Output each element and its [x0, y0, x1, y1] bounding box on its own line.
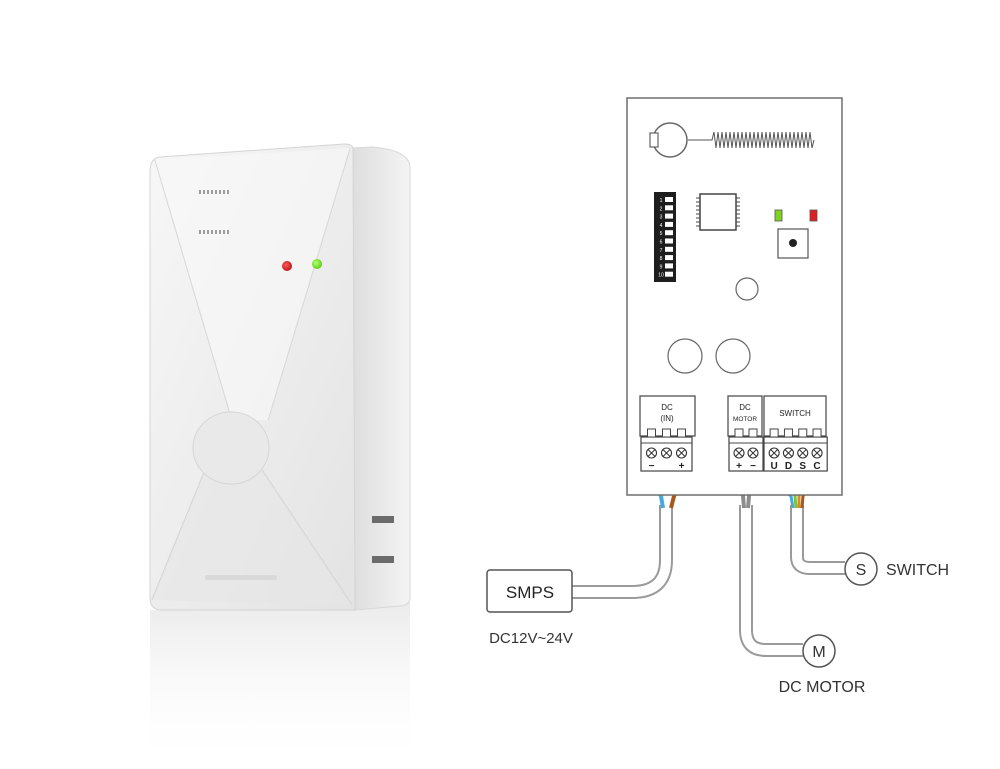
smps-box	[486, 569, 573, 613]
vent-slot-1	[372, 516, 394, 523]
dip-switch-toggle	[665, 230, 673, 236]
terminal-dc-in-label-2: (IN)	[660, 414, 674, 423]
switch-cable	[790, 505, 845, 575]
terminal-pin-label: S	[799, 461, 806, 472]
motor-label: DC MOTOR	[779, 679, 866, 696]
smps-voltage-label: DC12V~24V	[489, 630, 573, 647]
board-hole-small	[735, 277, 759, 301]
terminal-block-dc-motor: +−	[728, 428, 764, 472]
terminal-pin-label: C	[813, 461, 820, 472]
antenna-coil-icon	[688, 131, 815, 149]
board-led-red	[809, 209, 818, 222]
terminal-pin-label: −	[750, 461, 756, 472]
dip-switch-toggle	[665, 255, 673, 261]
device-photo	[149, 143, 411, 769]
dip-switch-number: 2	[660, 206, 663, 212]
dip-switch-number: 4	[660, 223, 663, 229]
dip-switch-toggle	[665, 246, 673, 252]
dip-switch-toggle	[665, 263, 673, 269]
motor-symbol: M	[812, 644, 825, 661]
terminal-dc-motor-label-1: DC	[739, 403, 751, 412]
device-led-green	[312, 259, 322, 269]
terminal-dc-motor-box	[727, 395, 763, 437]
motor-icon	[802, 634, 836, 668]
dip-switch-number: 5	[660, 231, 663, 237]
device-led-red	[282, 261, 292, 271]
chip-icon	[199, 190, 740, 234]
dip-switch-number: 7	[660, 248, 663, 254]
dip-switch-number: 8	[660, 256, 663, 262]
terminal-pin-label: +	[679, 461, 685, 472]
board-push-button	[777, 228, 809, 259]
dip-switch-number: 10	[658, 273, 664, 279]
battery-icon	[649, 122, 688, 158]
smps-label: SMPS	[506, 583, 554, 602]
device-round-button	[192, 411, 270, 485]
dip-switch-toggle	[665, 221, 673, 227]
device-logo-emboss	[205, 575, 277, 580]
dip-switch-number: 9	[660, 264, 663, 270]
switch-symbol: S	[856, 562, 867, 579]
terminal-pin-label: +	[736, 461, 742, 472]
dip-switch-number: 6	[660, 240, 663, 246]
dip-switch-toggle	[665, 197, 673, 202]
dip-switch-toggle	[665, 271, 673, 277]
board-led-green	[774, 209, 783, 222]
terminal-block-dc-in: −+	[640, 428, 693, 472]
terminal-pin-label: −	[649, 461, 655, 472]
board-capacitor-2	[715, 338, 751, 374]
device-reflection	[150, 600, 410, 769]
smps-cable	[572, 505, 673, 599]
switch-label: SWITCH	[886, 562, 949, 579]
switch-icon	[844, 552, 878, 586]
terminal-switch-label: SWITCH	[779, 409, 811, 418]
dip-switch-toggle	[665, 213, 673, 219]
board-capacitor-1	[667, 338, 703, 374]
terminal-pin-label: U	[771, 461, 778, 472]
dip-switch-number: 3	[660, 215, 663, 221]
terminal-dc-motor-label-2: MOTOR	[733, 416, 757, 423]
device-side	[352, 146, 411, 611]
terminal-dc-in-label-1: DC	[661, 403, 673, 412]
dip-switch: 1 2 3 4 5 6 7 8 9 10	[654, 192, 676, 282]
terminal-pin-label: D	[785, 461, 792, 472]
vent-slot-2	[372, 556, 394, 563]
dip-switch-toggle	[665, 205, 673, 211]
dip-switch-toggle	[665, 238, 673, 244]
dip-switch-number: 1	[660, 198, 663, 204]
